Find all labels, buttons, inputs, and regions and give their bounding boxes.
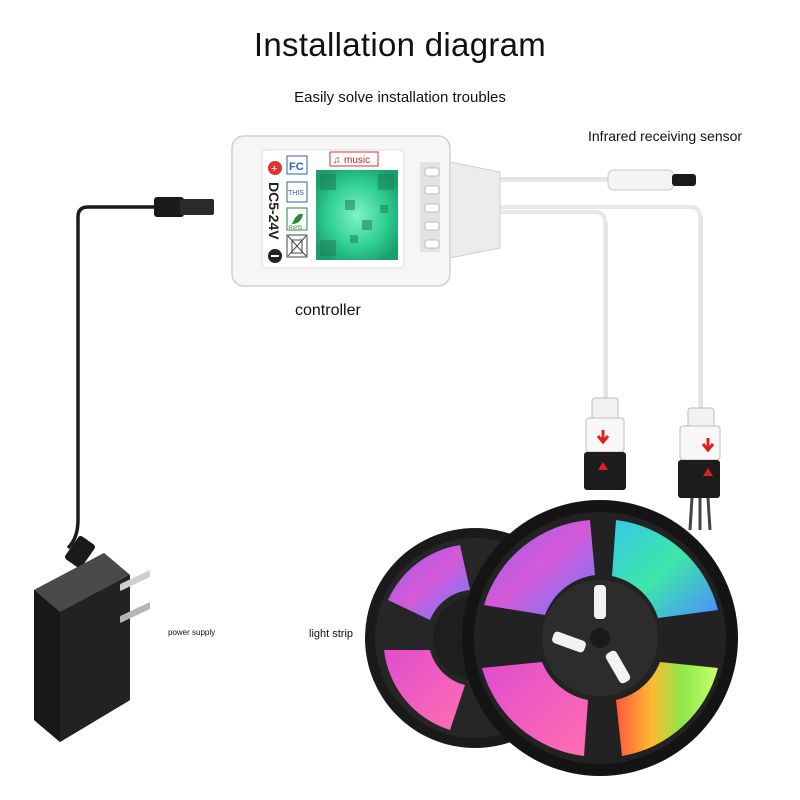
page-title: Installation diagram [253,26,547,63]
this-side-label: THIS [288,190,304,197]
power-supply-label: power supply [168,628,216,637]
weee-bin-icon [286,234,308,258]
voltage-label: DC5-24V [266,182,282,240]
rohs-label: RoHS [289,225,303,231]
svg-text:+: + [271,163,277,175]
infrared-sensor [607,169,696,191]
power-cable [64,197,214,569]
connector-left [584,397,626,490]
fc-mark-icon: FC [289,161,304,173]
power-adapter [34,553,150,742]
music-tag: music [344,155,370,166]
positive-terminal-icon [268,161,282,175]
signal-cables [500,178,702,410]
light-strip-reel-front [462,500,738,776]
light-strip-label: light strip [309,628,354,640]
page-subtitle: Easily solve installation troubles [294,89,506,106]
music-note-icon: ♫ [333,155,341,166]
infrared-sensor-label: Infrared receiving sensor [588,128,743,144]
leaf-icon [292,213,303,224]
controller-box: music ♫ + DC5-24V FC THIS RoHS [231,135,501,287]
controller-label: controller [295,302,361,319]
connector-right [678,407,721,531]
